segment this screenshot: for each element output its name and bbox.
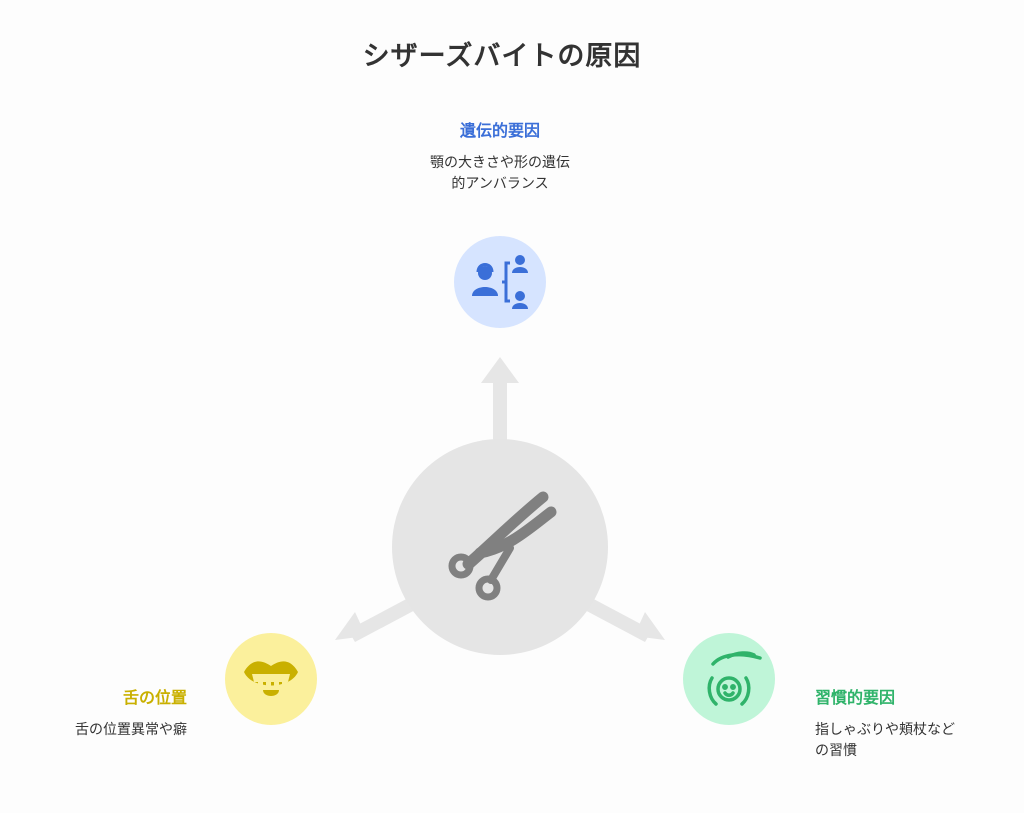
genetic-description-line: 顎の大きさや形の遺伝	[430, 155, 570, 171]
habit-description: 指しゃぶりや頬杖など の習慣	[815, 720, 995, 762]
habit-description-line: 指しゃぶりや頬杖など	[815, 722, 955, 738]
tongue-heading: 舌の位置	[122, 688, 187, 707]
tongue-description: 舌の位置異常や癖	[30, 720, 187, 741]
mouth-tongue-icon	[244, 661, 298, 696]
arrow-left	[335, 596, 419, 642]
child-hand-icon	[707, 651, 762, 706]
tongue-description-line: 舌の位置異常や癖	[75, 722, 187, 738]
scissors-icon	[448, 491, 557, 601]
arrow-up	[481, 357, 519, 453]
arrows	[335, 357, 665, 642]
diagram-title: シザーズバイトの原因	[362, 41, 642, 72]
family-genetics-icon	[472, 255, 528, 309]
genetic-heading: 遺伝的要因	[459, 121, 540, 140]
habit-heading: 習慣的要因	[815, 688, 896, 707]
arrow-right	[581, 596, 665, 642]
habit-description-line: の習慣	[815, 743, 857, 759]
genetic-circle	[454, 236, 546, 328]
genetic-description: 顎の大きさや形の遺伝 的アンバランス	[400, 153, 600, 195]
genetic-description-line: 的アンバランス	[451, 176, 549, 192]
